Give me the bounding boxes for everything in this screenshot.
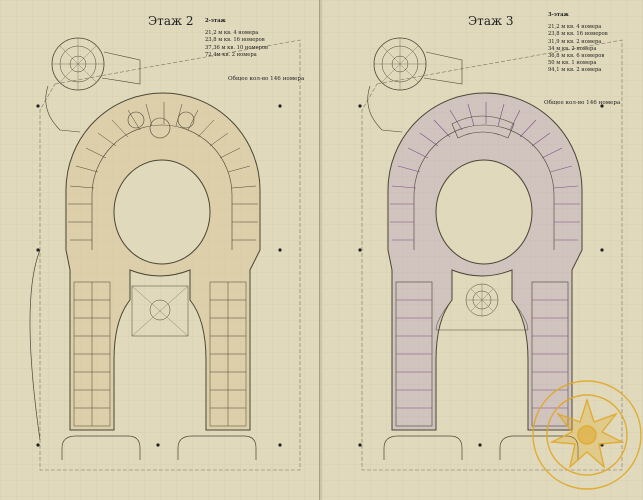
floor-2-plan (0, 0, 319, 500)
legend-item: 23,8 м кв. 16 номеров (205, 37, 265, 44)
legend-item: 50 м кв. 1 номера (548, 60, 597, 67)
legend-item: 34 м кв. 2 номера (548, 45, 597, 52)
floor-2-title: Этаж 2 (148, 14, 194, 28)
courtyard (435, 159, 533, 265)
top-suites (451, 115, 515, 139)
legend-item: 31,9 м кв. 2 номера (548, 38, 602, 45)
room-dividers (390, 102, 580, 241)
floor-2-total: Общее кол-во 146 номера (228, 76, 305, 82)
legend-item: 94,1 м кв. 2 номера (548, 67, 602, 74)
site-boundary (361, 39, 623, 471)
floor-3-title: Этаж 3 (468, 14, 514, 28)
legend-title: 2-этаж (205, 18, 226, 24)
top-suites (127, 111, 195, 139)
site-boundary (39, 39, 301, 471)
legend-item: 72,4м кв. 2 номера (205, 51, 257, 58)
floor-3-sheet: Этаж 3 3-этаж 21,2 м кв. 4 номера 23,8 м… (322, 0, 643, 500)
legend-title: 3-этаж (548, 12, 569, 18)
central-atrium (131, 285, 189, 337)
rotunda (45, 37, 141, 133)
site-markers (36, 104, 282, 447)
courtyard (113, 159, 211, 265)
floor-3-total: Общее кол-во 146 номера (544, 100, 621, 106)
floor-2-legend: 2-этаж 21,2 м кв. 4 номера 23,8 м кв. 16… (205, 18, 268, 59)
legend-item: 21,2 м кв. 4 номера (205, 30, 259, 37)
floor-3-plan (322, 0, 643, 500)
legend-item: 36,8 м кв. 6 номеров (548, 53, 605, 60)
driveway (383, 435, 579, 460)
rotunda (367, 37, 463, 133)
central-plaza (435, 270, 529, 331)
wing-rooms (395, 281, 569, 427)
floor-3-legend: 3-этаж 21,2 м кв. 4 номера 23,8 м кв. 16… (548, 12, 608, 75)
legend-item: 37,36 м кв. 10 номеров (205, 44, 268, 51)
room-dividers (68, 102, 258, 241)
legend-item: 23,8 м кв. 16 номеров (548, 31, 608, 38)
floor-2-sheet: Этаж 2 2-этаж 21,2 м кв. 4 номера 23,8 м… (0, 0, 320, 500)
legend-item: 21,2 м кв. 4 номера (548, 24, 602, 31)
driveway (29, 249, 257, 460)
seal-stamp (532, 380, 642, 490)
wing-rooms (73, 281, 247, 427)
